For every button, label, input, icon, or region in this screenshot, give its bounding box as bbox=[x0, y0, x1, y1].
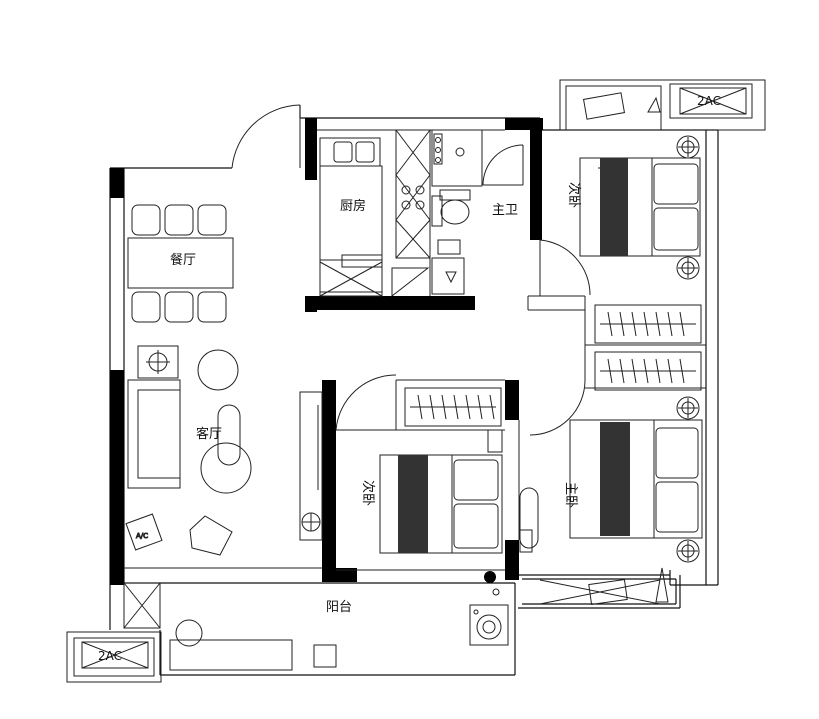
sink-icon bbox=[319, 137, 381, 167]
ac-label-bottom-left: 2AC bbox=[98, 649, 122, 663]
master-closet-door bbox=[519, 487, 539, 553]
outer-walls bbox=[109, 105, 719, 676]
ac-label-top-right: 2AC bbox=[697, 94, 721, 108]
room-label-balcony: 阳台 bbox=[326, 600, 352, 615]
sofa-icon bbox=[127, 379, 181, 489]
wardrobe-icon bbox=[594, 304, 702, 391]
nightstand-lamps bbox=[676, 396, 700, 563]
nightstand-lamps bbox=[676, 135, 700, 280]
balcony-railing bbox=[539, 567, 669, 605]
ac-unit-icon bbox=[559, 79, 766, 131]
bedspread-ne bbox=[600, 158, 628, 256]
room-label-bedroom-ne: 次卧 bbox=[566, 182, 582, 208]
bed-icon bbox=[569, 419, 703, 539]
room-label-bedroom-mid: 次卧 bbox=[360, 480, 376, 506]
ac-unit-icon bbox=[66, 631, 162, 683]
washing-machine-icon bbox=[469, 588, 509, 646]
room-label-kitchen: 厨房 bbox=[340, 198, 366, 214]
bath-sink bbox=[431, 239, 465, 295]
room-label-dining: 餐厅 bbox=[170, 252, 196, 268]
structural-walls bbox=[110, 118, 543, 585]
room-label-master-bath: 主卫 bbox=[492, 203, 518, 218]
door-swing-icon bbox=[231, 104, 591, 436]
coffee-table bbox=[197, 349, 252, 494]
side-table: A/C bbox=[125, 513, 163, 551]
room-label-master-bedroom: 主卧 bbox=[563, 482, 578, 508]
balcony-fixtures bbox=[123, 582, 337, 671]
armchair bbox=[189, 515, 233, 556]
bedspread-mid bbox=[398, 455, 428, 553]
lamp-icon bbox=[137, 345, 179, 379]
bed-icon bbox=[579, 157, 701, 257]
room-label-living: 客厅 bbox=[196, 426, 222, 442]
tv-console bbox=[299, 391, 323, 541]
stove-icon bbox=[391, 129, 431, 298]
dining-table bbox=[127, 204, 234, 323]
shower bbox=[431, 129, 483, 187]
bedspread-master bbox=[600, 422, 630, 536]
kitchen-counter bbox=[319, 165, 383, 297]
toilet-icon bbox=[431, 189, 471, 227]
svg-text:A/C: A/C bbox=[136, 532, 148, 540]
bed-icon bbox=[379, 429, 503, 554]
wardrobe-icon bbox=[404, 387, 502, 427]
